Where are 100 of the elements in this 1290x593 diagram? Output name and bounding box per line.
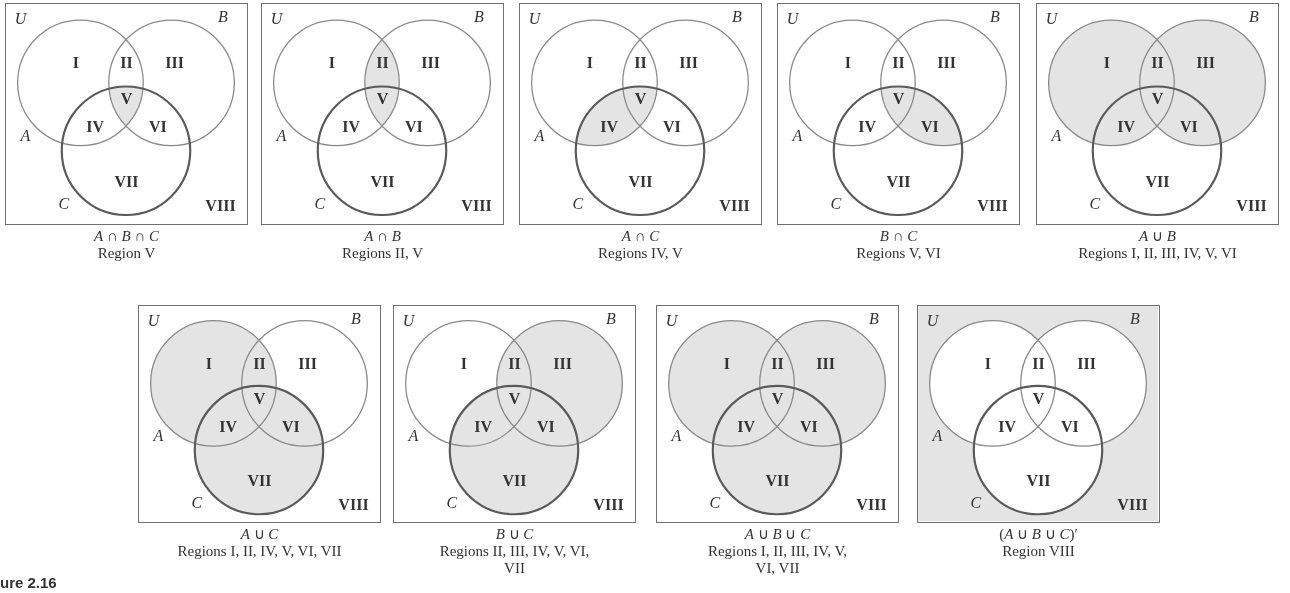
region-number: VI [536, 418, 555, 435]
set-label: B [474, 9, 484, 26]
set-label: A [1051, 128, 1062, 144]
region-number: VI [404, 119, 423, 136]
set-label: U [528, 11, 541, 28]
region-number: I [205, 356, 212, 373]
region-number: VIII [205, 198, 236, 215]
region-number: II [634, 55, 647, 72]
set-label: C [1089, 196, 1101, 213]
region-number: VII [247, 472, 272, 489]
region-number: I [844, 55, 851, 72]
region-number: III [553, 356, 573, 373]
set-label: B [218, 9, 228, 26]
region-number: VIII [338, 496, 369, 513]
region-number: I [723, 356, 730, 373]
region-list: Regions IV, V [598, 245, 683, 262]
set-label: U [665, 313, 678, 330]
region-number: II [508, 356, 521, 373]
region-list: Regions V, VI [856, 245, 941, 262]
region-number: II [376, 55, 389, 72]
region-number: IV [474, 418, 493, 435]
region-number: III [816, 356, 836, 373]
set-expression: A ∪ B ∪ C [744, 526, 811, 543]
set-expression: A ∩ B [364, 228, 401, 245]
set-expression: A ∪ B [1139, 228, 1176, 245]
set-label: U [926, 313, 939, 330]
set-label: C [314, 196, 326, 213]
set-label: A [408, 427, 419, 444]
set-label: A [932, 427, 943, 444]
region-number: VII [1145, 174, 1170, 191]
set-label: C [830, 196, 842, 213]
region-number: VII [502, 472, 527, 489]
region-number: VII [114, 174, 139, 191]
set-label: A [276, 128, 287, 144]
region-number: IV [858, 119, 877, 136]
region-number: IV [86, 119, 105, 136]
set-label: U [1045, 11, 1058, 28]
region-number: VI [1179, 119, 1198, 136]
region-number: VI [148, 119, 167, 136]
region-list: Regions I, II, IV, V, VI, VII [177, 543, 342, 560]
region-number: IV [1117, 119, 1136, 136]
region-number: VII [886, 174, 911, 191]
region-number: VII [370, 174, 395, 191]
region-number: III [679, 55, 699, 72]
region-number: IV [219, 418, 238, 435]
region-number: V [1032, 390, 1045, 407]
region-number: II [771, 356, 784, 373]
set-label: B [1130, 310, 1140, 327]
region-list: Regions I, II, III, IV, V, VI [1078, 245, 1237, 262]
region-number: V [634, 90, 647, 107]
region-list: Regions II, III, IV, V, VI, VII [434, 543, 595, 577]
set-label: B [606, 310, 616, 327]
region-number: VIII [719, 198, 750, 215]
region-number: I [460, 356, 467, 373]
region-number: III [298, 356, 318, 373]
region-number: II [1032, 356, 1045, 373]
region-number: VI [662, 119, 681, 136]
region-list: Regions II, V [342, 245, 423, 262]
set-label: B [1249, 9, 1259, 26]
set-label: U [402, 313, 415, 330]
region-number: II [892, 55, 905, 72]
region-number: V [892, 90, 905, 107]
region-number: VI [920, 119, 939, 136]
set-expression: (A ∪ B ∪ C)′ [999, 526, 1078, 543]
set-label: U [270, 11, 283, 28]
region-number: I [72, 55, 79, 72]
region-number: V [771, 390, 784, 407]
region-number: VIII [856, 496, 887, 513]
region-list: Region VIII [1002, 543, 1075, 560]
set-label: A [153, 427, 164, 444]
region-number: I [984, 356, 991, 373]
region-number: II [120, 55, 133, 72]
region-number: V [376, 90, 389, 107]
region-number: VIII [1236, 198, 1267, 215]
region-number: VI [799, 418, 818, 435]
set-label: A [534, 128, 545, 144]
set-expression: A ∪ C [240, 526, 279, 543]
set-expression: A ∩ B ∩ C [93, 228, 159, 245]
region-number: I [1103, 55, 1110, 72]
region-number: II [253, 356, 266, 373]
region-number: I [328, 55, 335, 72]
region-number: III [1077, 356, 1097, 373]
set-label: A [792, 128, 803, 144]
region-list: Region V [97, 245, 156, 262]
region-number: VI [281, 418, 300, 435]
region-number: I [586, 55, 593, 72]
set-label: C [446, 494, 458, 511]
region-number: V [120, 90, 133, 107]
set-label: C [58, 196, 70, 213]
set-label: U [786, 11, 799, 28]
region-number: VIII [461, 198, 492, 215]
region-number: III [937, 55, 957, 72]
region-number: VII [765, 472, 790, 489]
region-number: II [1151, 55, 1164, 72]
set-label: B [732, 9, 742, 26]
region-number: VIII [593, 496, 624, 513]
set-label: C [191, 494, 203, 511]
region-number: III [421, 55, 441, 72]
set-label: C [709, 494, 721, 511]
set-expression: B ∪ C [495, 526, 534, 543]
